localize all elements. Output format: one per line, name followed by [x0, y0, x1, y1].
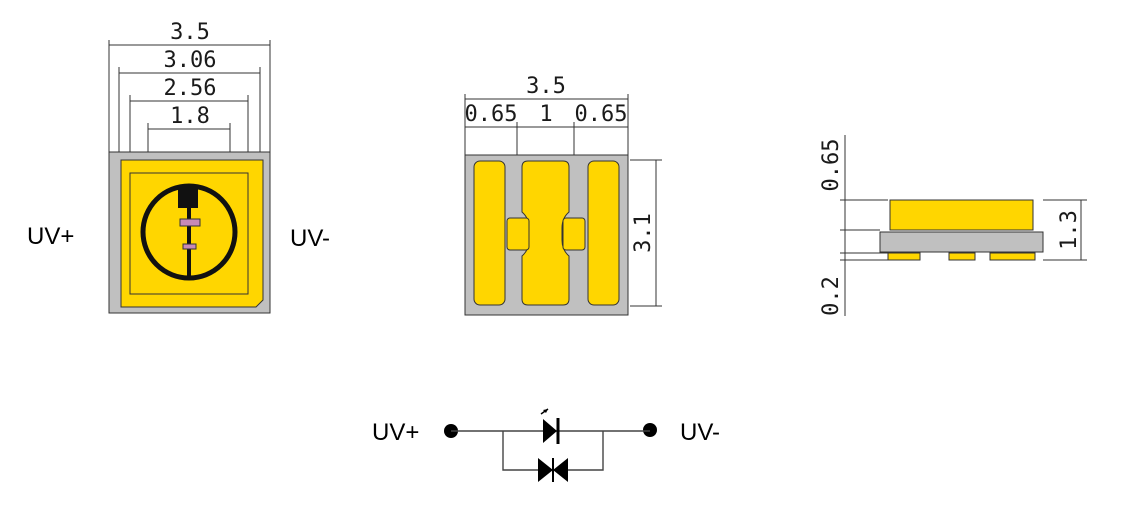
- top-dim-2-56: 2.56: [164, 76, 217, 101]
- bottom-tab-right: [562, 217, 586, 251]
- side-pad-center: [948, 252, 976, 261]
- schematic: UV+ UV-: [372, 408, 720, 482]
- bottom-view: 3.5 0.65 1 0.65 3.1: [464, 74, 662, 316]
- bottom-dim-pad-center: 1: [539, 102, 552, 127]
- bottom-dim-height: 3.1: [631, 213, 656, 253]
- bottom-tab-left: [506, 217, 530, 251]
- zener-diode-symbol: [538, 458, 568, 482]
- top-view: 3.5 3.06 2.56 1.8 UV+ UV-: [27, 20, 330, 314]
- side-pad-right: [989, 252, 1036, 261]
- bottom-dim-pad-right: 0.65: [575, 102, 628, 127]
- top-inner-frame: [129, 172, 249, 295]
- top-label-uv-minus: UV-: [290, 225, 330, 252]
- terminal-minus: [643, 423, 657, 437]
- side-lens: [889, 199, 1034, 231]
- side-view-extension-lines: [840, 135, 1087, 316]
- top-dim-3-06: 3.06: [164, 48, 217, 73]
- top-label-uv-plus: UV+: [27, 223, 74, 250]
- side-dim-height: 1.3: [1057, 210, 1082, 250]
- side-dim-top: 0.65: [819, 139, 844, 192]
- bottom-pad-center: [521, 160, 570, 306]
- schematic-wires: [451, 430, 650, 471]
- side-base: [879, 231, 1044, 253]
- bottom-pad-right: [587, 160, 620, 306]
- polarity-mark: [140, 183, 238, 281]
- side-pad-left: [887, 252, 921, 261]
- bottom-dim-width: 3.5: [526, 74, 566, 99]
- schem-label-uv-plus: UV+: [372, 419, 419, 446]
- top-dim-1-8: 1.8: [170, 104, 210, 129]
- bottom-pad-left: [473, 160, 506, 306]
- side-dim-bottom: 0.2: [819, 276, 844, 316]
- bottom-view-extension-lines: [464, 94, 662, 307]
- top-dim-3-5: 3.5: [170, 20, 210, 45]
- side-view: 0.65 0.2 1.3: [819, 135, 1087, 316]
- bottom-dim-pad-left: 0.65: [465, 102, 518, 127]
- schem-label-uv-minus: UV-: [680, 419, 720, 446]
- top-view-extension-lines: [108, 40, 271, 152]
- led-diode-symbol: [540, 408, 560, 444]
